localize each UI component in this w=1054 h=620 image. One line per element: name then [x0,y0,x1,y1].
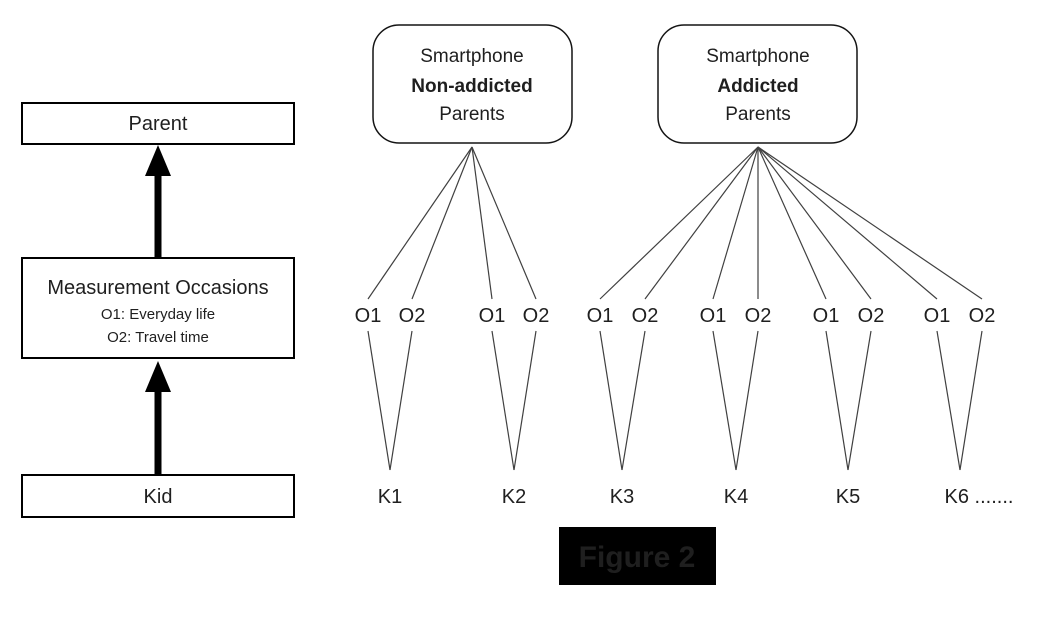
fan-line [644,146,759,300]
fan-line [599,146,759,300]
kid-node-label: K1 [378,486,402,508]
kid-node-label: K2 [502,486,526,508]
vee-lines [367,330,983,471]
vee-line [599,330,623,471]
occasion-label: O1 [479,305,506,327]
group-nonaddicted-line2: Non-addicted [411,76,532,97]
arrow-measurement-to-parent [145,145,171,257]
group-nonaddicted-line1: Smartphone [420,46,524,67]
occasion-label: O2 [858,305,885,327]
occasion-label: O1 [700,305,727,327]
measurement-occasions-box [21,257,295,359]
occasion-labels-row: O1 O2 O1 O2 O1 O2 O1 O2 O1 O2 O1 O2 [355,305,996,327]
fan-line [757,146,827,300]
occasion-label: O2 [745,305,772,327]
fan-line [471,146,493,300]
parent-label: Parent [129,113,188,135]
fan-line [367,146,473,300]
occasion-label: O1 [924,305,951,327]
vee-line [825,330,849,471]
occasion-label: O1 [813,305,840,327]
fan-line [411,146,473,300]
kid-node-label: K3 [610,486,634,508]
kid-node-label: K5 [836,486,860,508]
group-addicted-line2: Addicted [717,76,798,97]
kid-box [21,474,295,518]
fan-lines-addicted [599,146,983,300]
vee-line [712,330,737,471]
figure-caption-box [559,527,716,585]
fan-lines-nonaddicted [367,146,537,300]
occasion-label: O2 [399,305,426,327]
vee-line [936,330,961,471]
kid-node-label: K6 ....... [945,486,1014,508]
fan-line [757,146,983,300]
arrow-kid-to-measurement [145,361,171,474]
group-addicted-line1: Smartphone [706,46,810,67]
vee-line [847,330,872,471]
group-addicted-line3: Parents [725,104,790,125]
arrow-up-icon [145,145,171,176]
kid-labels-row: K1 K2 K3 K4 K5 K6 ....... [378,486,1014,508]
vee-line [389,330,413,471]
parent-box [21,102,295,145]
group-nonaddicted-line3: Parents [439,104,504,125]
kid-label: Kid [144,486,173,508]
occasion-label: O2 [969,305,996,327]
measurement-item-o2: O2: Travel time [107,329,209,346]
fan-line [471,146,537,300]
group-box-nonaddicted [372,24,573,144]
vee-line [621,330,646,471]
vee-line [367,330,391,471]
figure-caption: Figure 2 [579,541,696,574]
fan-line [712,146,759,300]
occasion-label: O1 [587,305,614,327]
measurement-occasions-title: Measurement Occasions [47,277,268,299]
arrow-up-icon [145,361,171,392]
fan-line [757,146,938,300]
vee-line [735,330,759,471]
kid-node-label: K4 [724,486,748,508]
group-box-addicted [657,24,858,144]
occasion-label: O2 [632,305,659,327]
occasion-label: O1 [355,305,382,327]
vee-line [513,330,537,471]
vee-line [491,330,515,471]
occasion-label: O2 [523,305,550,327]
fan-line [757,146,872,300]
vee-line [959,330,983,471]
measurement-item-o1: O1: Everyday life [101,306,215,323]
